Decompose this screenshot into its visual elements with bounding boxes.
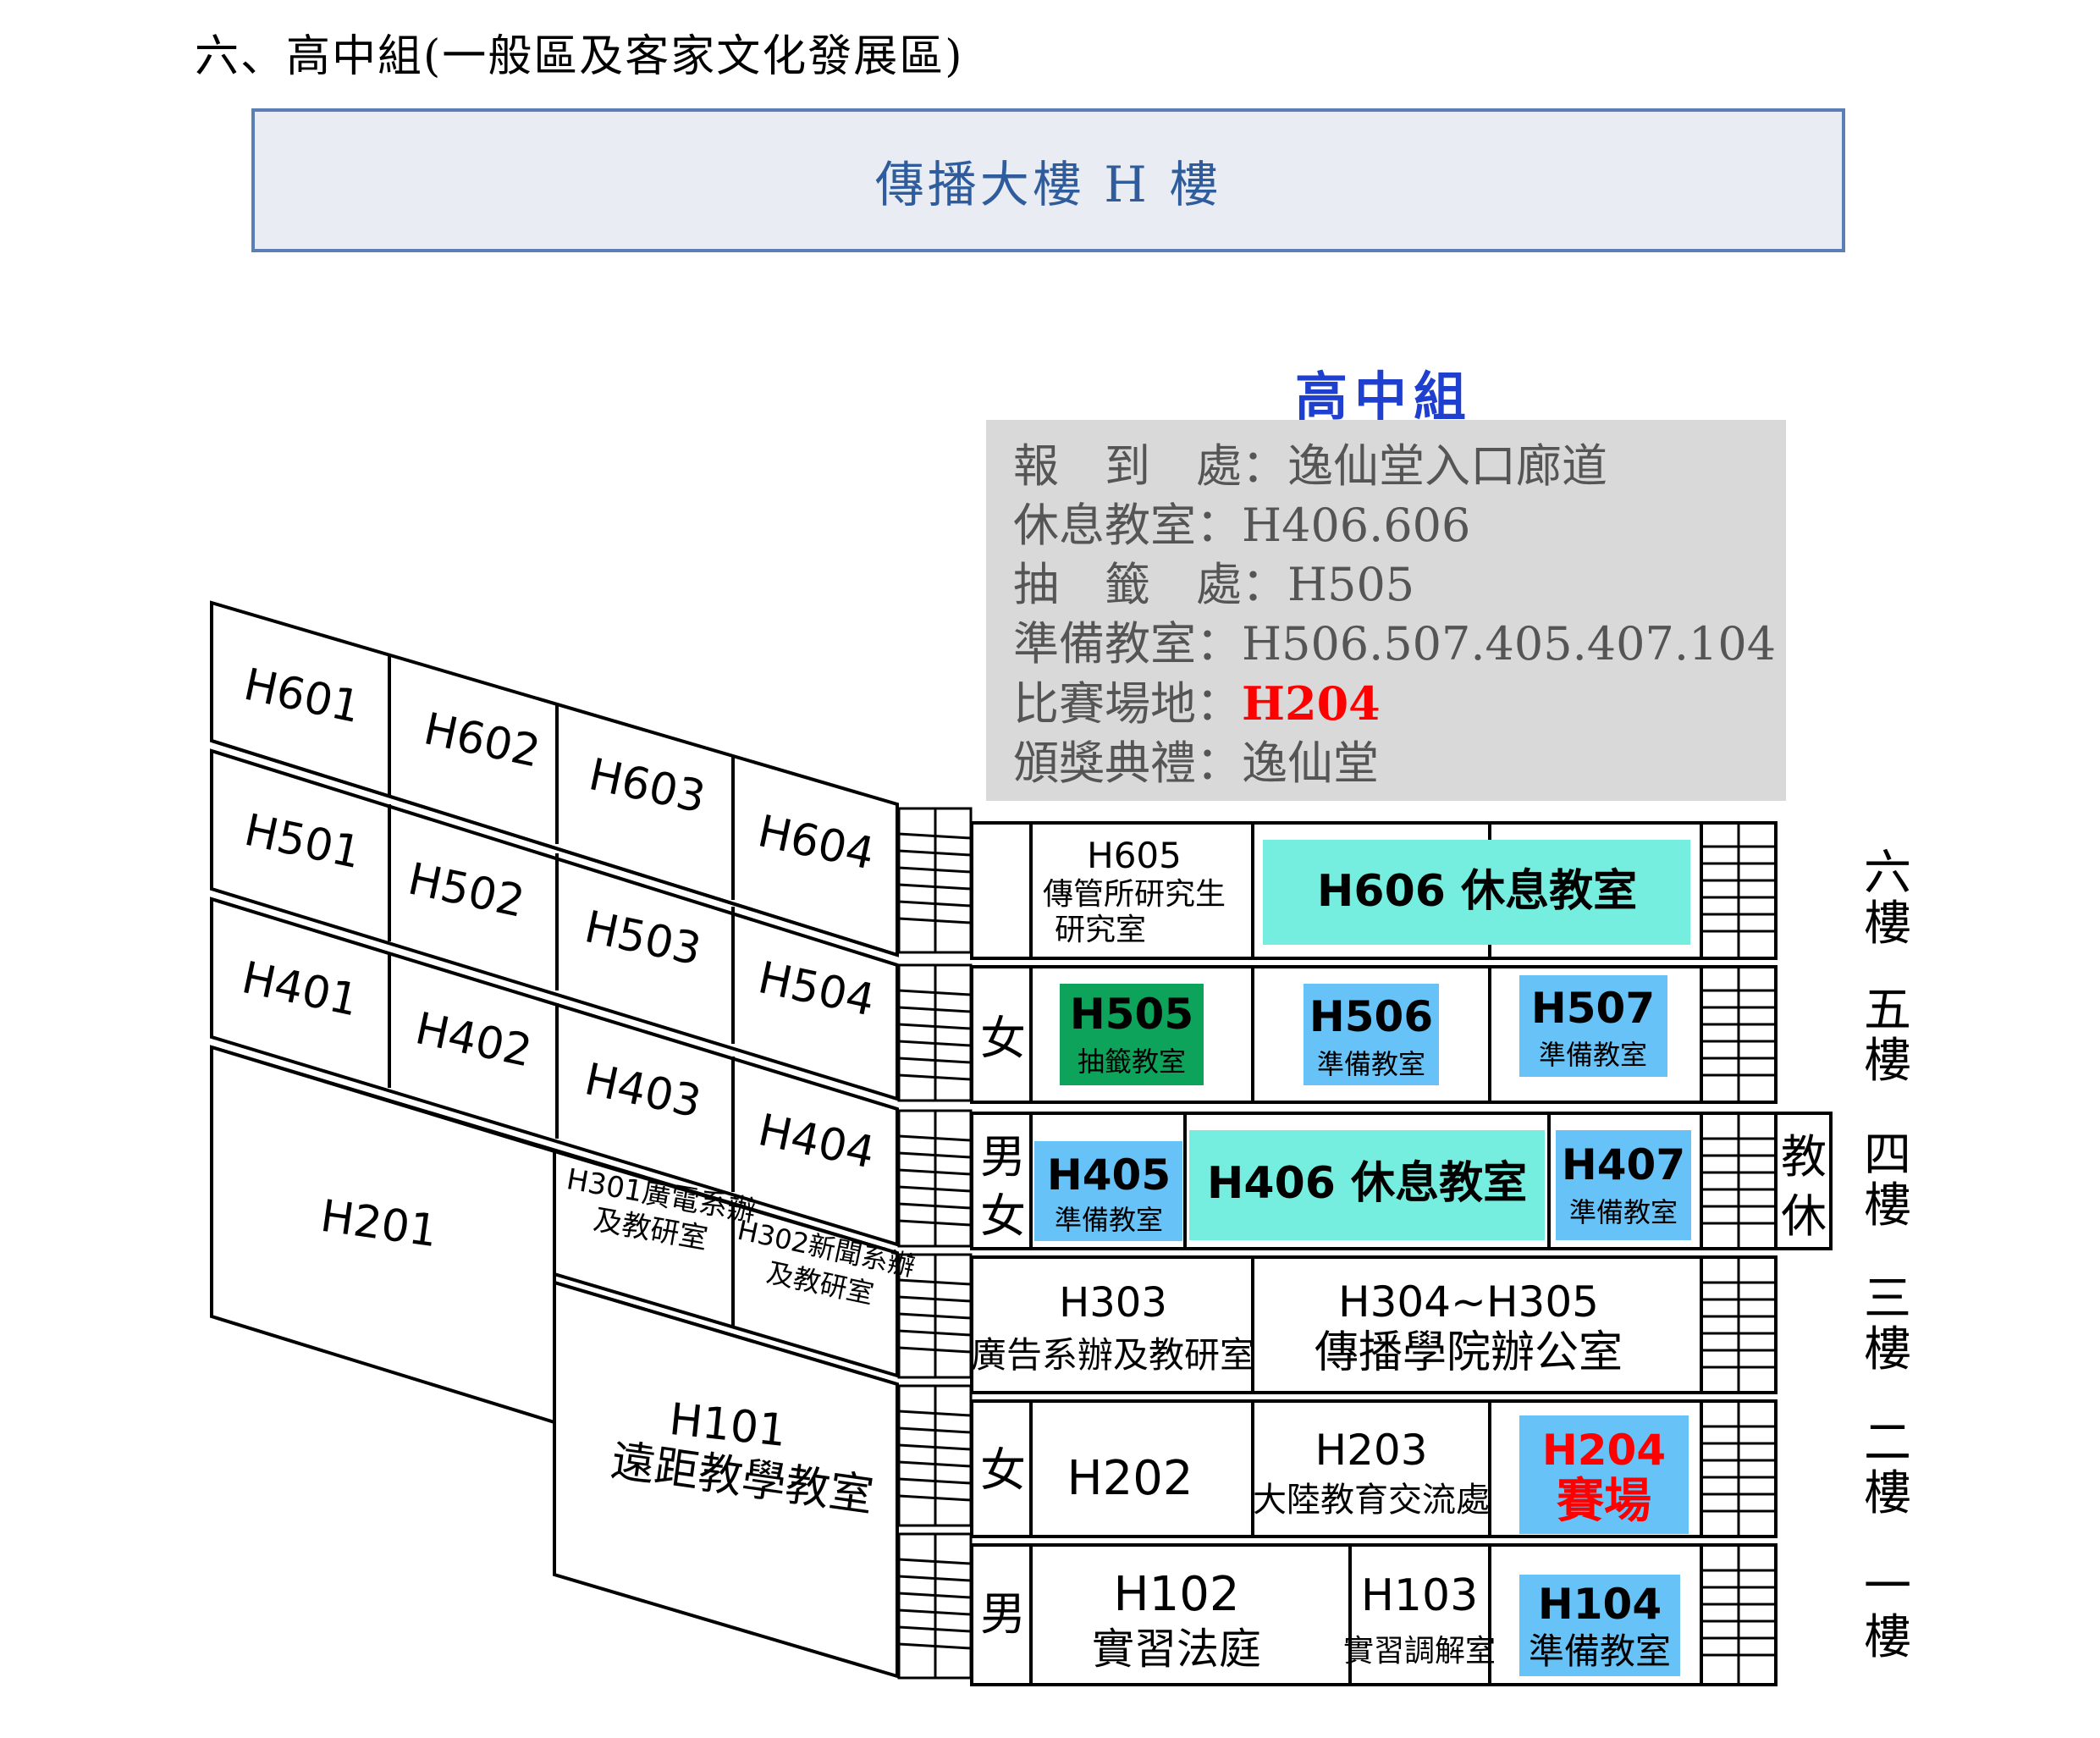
restroom-female-2f: 女 [980,1443,1026,1497]
section-heading: 六、高中組(一般區及客家文化發展區) [195,31,964,82]
room-h405-sub: 準備教室 [1055,1204,1163,1236]
room-h203-code: H203 [1315,1426,1427,1475]
highlight-h407 [1556,1130,1691,1240]
highlight-h405 [1034,1141,1182,1241]
building-title-box: 傳播大樓 H 樓 [251,108,1845,252]
floor-label-2: 二樓 [1864,1415,1911,1521]
restroom-male-4f: 男 [980,1130,1026,1183]
info-row-prep-room: 準備教室：H506.507.405.407.104 [1013,617,1777,670]
room-h507-code: H507 [1531,984,1655,1033]
info-row-ceremony: 頒獎典禮：逸仙堂 [1013,737,1379,790]
room-h506-sub: 準備教室 [1317,1048,1425,1080]
restroom-female-4f: 女 [980,1189,1026,1243]
room-h407-code: H407 [1562,1140,1685,1189]
highlight-h505 [1060,984,1204,1085]
building-title: 傳播大樓 H 樓 [874,156,1222,213]
info-row-rest-room: 休息教室：H406.606 [1013,499,1471,552]
right-stairs [1703,823,1774,1685]
restroom-labels: 女 男 女 女 男 教 休 [980,1012,1827,1641]
room-h407-sub: 準備教室 [1569,1196,1678,1228]
room-h605-code: H605 [1087,835,1182,876]
room-h605-line2: 研究室 [1055,913,1146,947]
room-h304-code: H304~H305 [1338,1277,1599,1327]
right-wing [970,821,1833,1686]
left-stairs [897,807,973,1680]
restroom-male-1f: 男 [980,1587,1026,1641]
faculty-lounge-char1: 教 [1781,1130,1827,1183]
highlight-h606 [1263,840,1690,945]
room-h202-code: H202 [1067,1451,1193,1506]
highlight-h204 [1519,1415,1689,1534]
right-wing-labels: H605 傳管所研究生 研究室 H606 休息教室 H505 抽籤教室 H506… [971,835,1685,1674]
floor-label-3: 三樓 [1864,1272,1911,1377]
room-h605-line1: 傳管所研究生 [1043,877,1226,912]
room-h204-code: H204 [1542,1426,1666,1475]
room-h101-line1: H101 [667,1394,789,1457]
room-h303-code: H303 [1059,1279,1167,1327]
room-h505-code: H505 [1070,990,1193,1039]
room-h102-sub: 實習法庭 [1092,1625,1261,1674]
room-h104-sub: 準備教室 [1529,1630,1671,1672]
floor-label-6: 六樓 [1864,846,1911,952]
room-h203-sub: 大陸教育交流處 [1253,1481,1490,1520]
floor-labels: 六樓 五樓 四樓 三樓 二樓 一樓 [1864,846,1911,1665]
highlight-h506 [1304,984,1439,1085]
floor-label-4: 四樓 [1864,1128,1911,1233]
room-h505-sub: 抽籤教室 [1078,1046,1186,1078]
room-h606-label: H606 休息教室 [1317,866,1637,917]
floor-label-5: 五樓 [1864,983,1911,1089]
room-h507-sub: 準備教室 [1539,1039,1647,1071]
info-row-venue: 比賽場地：H204 [1013,676,1381,731]
group-title: 高中組 [1295,366,1474,428]
highlight-h104 [1519,1575,1680,1676]
room-h506-code: H506 [1309,992,1433,1041]
info-row-checkin: 報 到 處：逸仙堂入口廊道 [1013,439,1607,493]
room-h405-code: H405 [1047,1150,1171,1200]
floor-label-1: 一樓 [1864,1559,1911,1665]
room-h304-sub: 傳播學院辦公室 [1315,1327,1623,1378]
room-h103-code: H103 [1361,1570,1478,1621]
highlight-h406 [1189,1130,1545,1240]
room-h104-code: H104 [1538,1580,1662,1629]
info-row-draw: 抽 籤 處：H505 [1013,558,1415,611]
room-h103-sub: 實習調解室 [1343,1634,1496,1669]
info-box: 報 到 處：逸仙堂入口廊道 休息教室：H406.606 抽 籤 處：H505 準… [986,420,1786,801]
room-h204-sub: 賽場 [1557,1474,1651,1529]
room-h406-label: H406 休息教室 [1207,1158,1527,1209]
highlight-h507 [1519,975,1667,1077]
restroom-female-5f: 女 [980,1012,1026,1065]
faculty-lounge-char2: 休 [1781,1189,1827,1243]
highlights [1034,840,1691,1676]
left-wing [210,600,899,1679]
room-h102-code: H102 [1114,1567,1240,1622]
room-h303-sub: 廣告系辦及教研室 [971,1334,1255,1376]
